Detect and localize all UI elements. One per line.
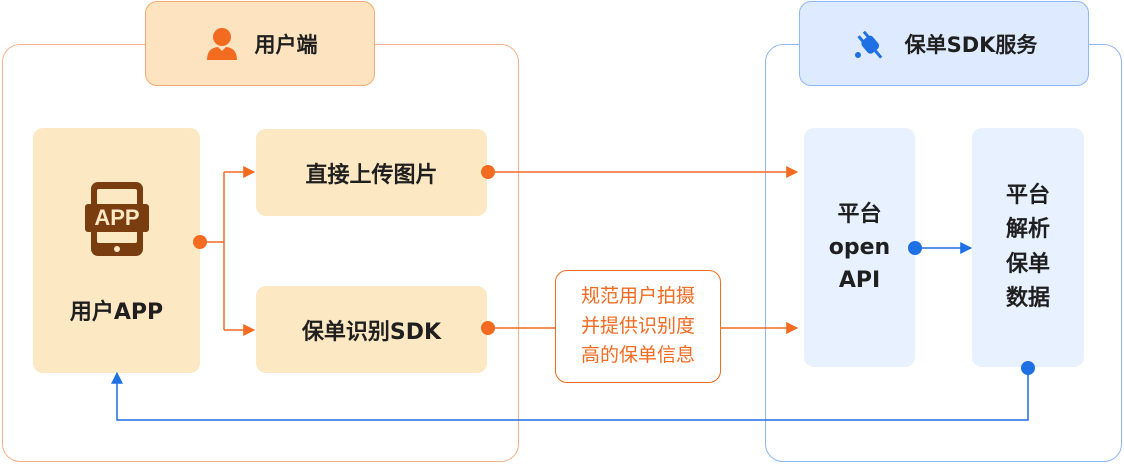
app-branch-connector: [193, 166, 256, 336]
client-group-header: 用户端: [145, 1, 375, 86]
policy-sdk-node: 保单识别SDK: [256, 286, 487, 373]
parse-data-label: 平台 解析 保单 数据: [1005, 183, 1050, 311]
plug-icon: [854, 30, 882, 59]
policy-sdk-label: 保单识别SDK: [301, 319, 442, 345]
service-group-header: 保单SDK服务: [799, 1, 1089, 86]
upload-image-label: 直接上传图片: [305, 162, 438, 188]
upload-to-api-connector: [481, 165, 799, 179]
upload-image-node: 直接上传图片: [256, 129, 487, 216]
user-app-label: 用户APP: [69, 299, 164, 325]
parse-data-node: 平台 解析 保单 数据: [972, 128, 1084, 367]
data-to-app-connector: [111, 361, 1035, 421]
sdk-annotation-text: 规范用户拍摄 并提供识别度 高的保单信息: [580, 285, 695, 367]
tablet-app-icon: APP: [84, 181, 149, 256]
api-to-data-connector: [908, 241, 973, 255]
client-group-title: 用户端: [254, 32, 318, 57]
open-api-label: 平台 open API: [828, 202, 891, 293]
open-api-node: 平台 open API: [804, 128, 915, 367]
service-group-title: 保单SDK服务: [904, 32, 1038, 57]
sdk-annotation-note: 规范用户拍摄 并提供识别度 高的保单信息: [555, 270, 721, 383]
sdk-to-api-connector: [481, 321, 799, 335]
user-icon: [206, 27, 237, 60]
tablet-app-icon-text: APP: [94, 205, 139, 230]
user-app-node: APP 用户APP: [33, 128, 200, 373]
